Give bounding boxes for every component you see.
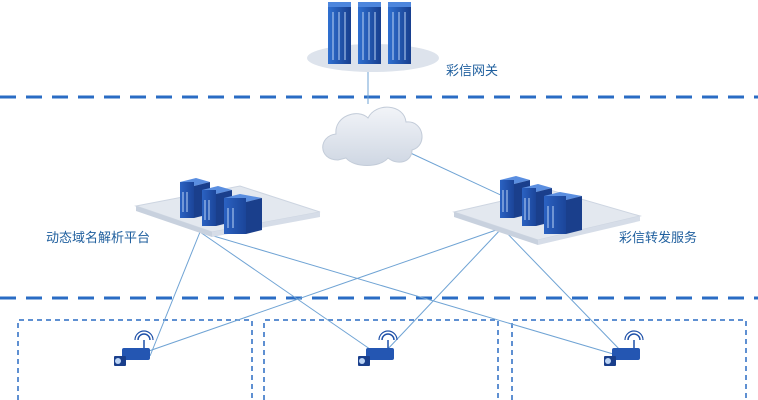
link-dns-camera1 xyxy=(149,231,201,357)
rack-1 xyxy=(328,2,351,64)
mms-forward-servers xyxy=(452,176,642,245)
camera-icon xyxy=(114,330,154,366)
cloud-icon xyxy=(322,106,423,166)
gateway-label: 彩信网关 xyxy=(446,64,499,79)
server-icon xyxy=(224,194,262,234)
rack-3 xyxy=(388,2,411,64)
camera-icon xyxy=(604,330,644,366)
link-dns-camera3 xyxy=(199,231,621,357)
camera-zones xyxy=(17,319,747,400)
link-dns-camera2 xyxy=(199,231,381,357)
link-forward-camera2 xyxy=(384,227,503,353)
camera-icon xyxy=(358,330,398,366)
dns-platform-servers xyxy=(134,178,321,237)
rack-2 xyxy=(358,2,381,64)
camera-zone-1 xyxy=(17,319,253,400)
camera-zone-2 xyxy=(263,319,499,400)
camera-zone-3 xyxy=(511,319,747,400)
mms-forward-label: 彩信转发服务 xyxy=(619,231,698,246)
server-icon xyxy=(544,192,582,234)
link-forward-camera1 xyxy=(145,227,503,353)
link-forward-camera3 xyxy=(501,227,623,353)
dns-platform-label: 动态域名解析平台 xyxy=(46,231,151,246)
server-rack-icon xyxy=(307,2,439,72)
